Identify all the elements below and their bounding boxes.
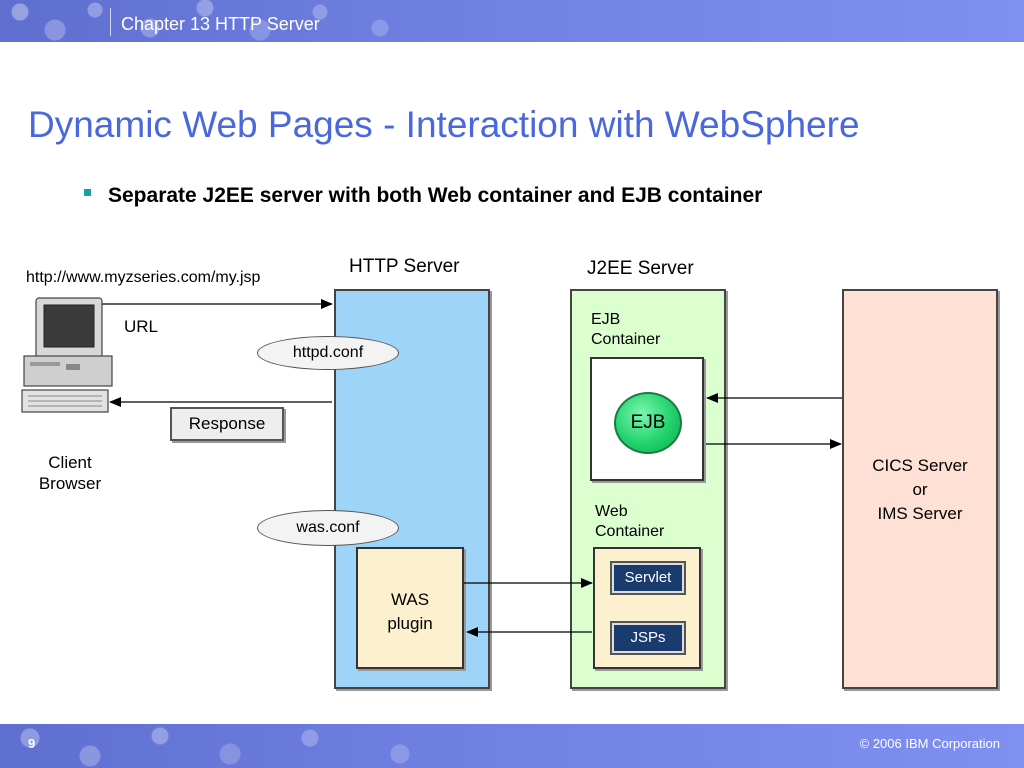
bullet-text: Separate J2EE server with both Web conta… (108, 184, 763, 207)
url-label: URL (124, 317, 159, 336)
was-plugin-line1: WAS (390, 590, 430, 609)
servlet-box: Servlet (612, 563, 684, 593)
cics-label-line3: IMS Server (877, 504, 963, 523)
header-bar: Chapter 13 HTTP Server (0, 0, 1024, 42)
jsps-box: JSPs (612, 623, 684, 653)
header-pattern (0, 0, 420, 42)
chapter-title: Chapter 13 HTTP Server (121, 14, 320, 34)
response-box: Response (170, 407, 284, 441)
cics-label-line1: CICS Server (872, 456, 968, 475)
was-plugin-box (356, 547, 464, 669)
slide-title: Dynamic Web Pages - Interaction with Web… (28, 104, 860, 145)
j2ee-server-label: J2EE Server (587, 258, 694, 279)
ejb-container-line2: Container (591, 331, 661, 348)
url-text: http://www.myzseries.com/my.jsp (26, 269, 261, 286)
footer-bar: 9 © 2006 IBM Corporation (0, 724, 1024, 768)
ejb-label: EJB (630, 412, 666, 433)
was-conf-oval: was.conf (257, 510, 399, 546)
cics-label-line2: or (912, 480, 928, 499)
web-container-line2: Container (595, 523, 665, 540)
web-container-line1: Web (595, 503, 628, 520)
cics-server-box (842, 289, 998, 689)
was-plugin-line2: plugin (387, 614, 433, 633)
http-server-label: HTTP Server (349, 256, 460, 277)
footer-pattern (0, 724, 460, 768)
page-number: 9 (28, 736, 36, 751)
ejb-circle (614, 392, 682, 454)
copyright: © 2006 IBM Corporation (859, 736, 1000, 751)
ejb-container-line1: EJB (591, 311, 621, 328)
computer-icon (21, 297, 113, 413)
bullet-marker (84, 189, 91, 196)
client-label-line2: Browser (38, 474, 102, 493)
httpd-conf-oval: httpd.conf (257, 336, 399, 370)
header-separator (110, 8, 111, 36)
client-label-line1: Client (48, 453, 92, 472)
